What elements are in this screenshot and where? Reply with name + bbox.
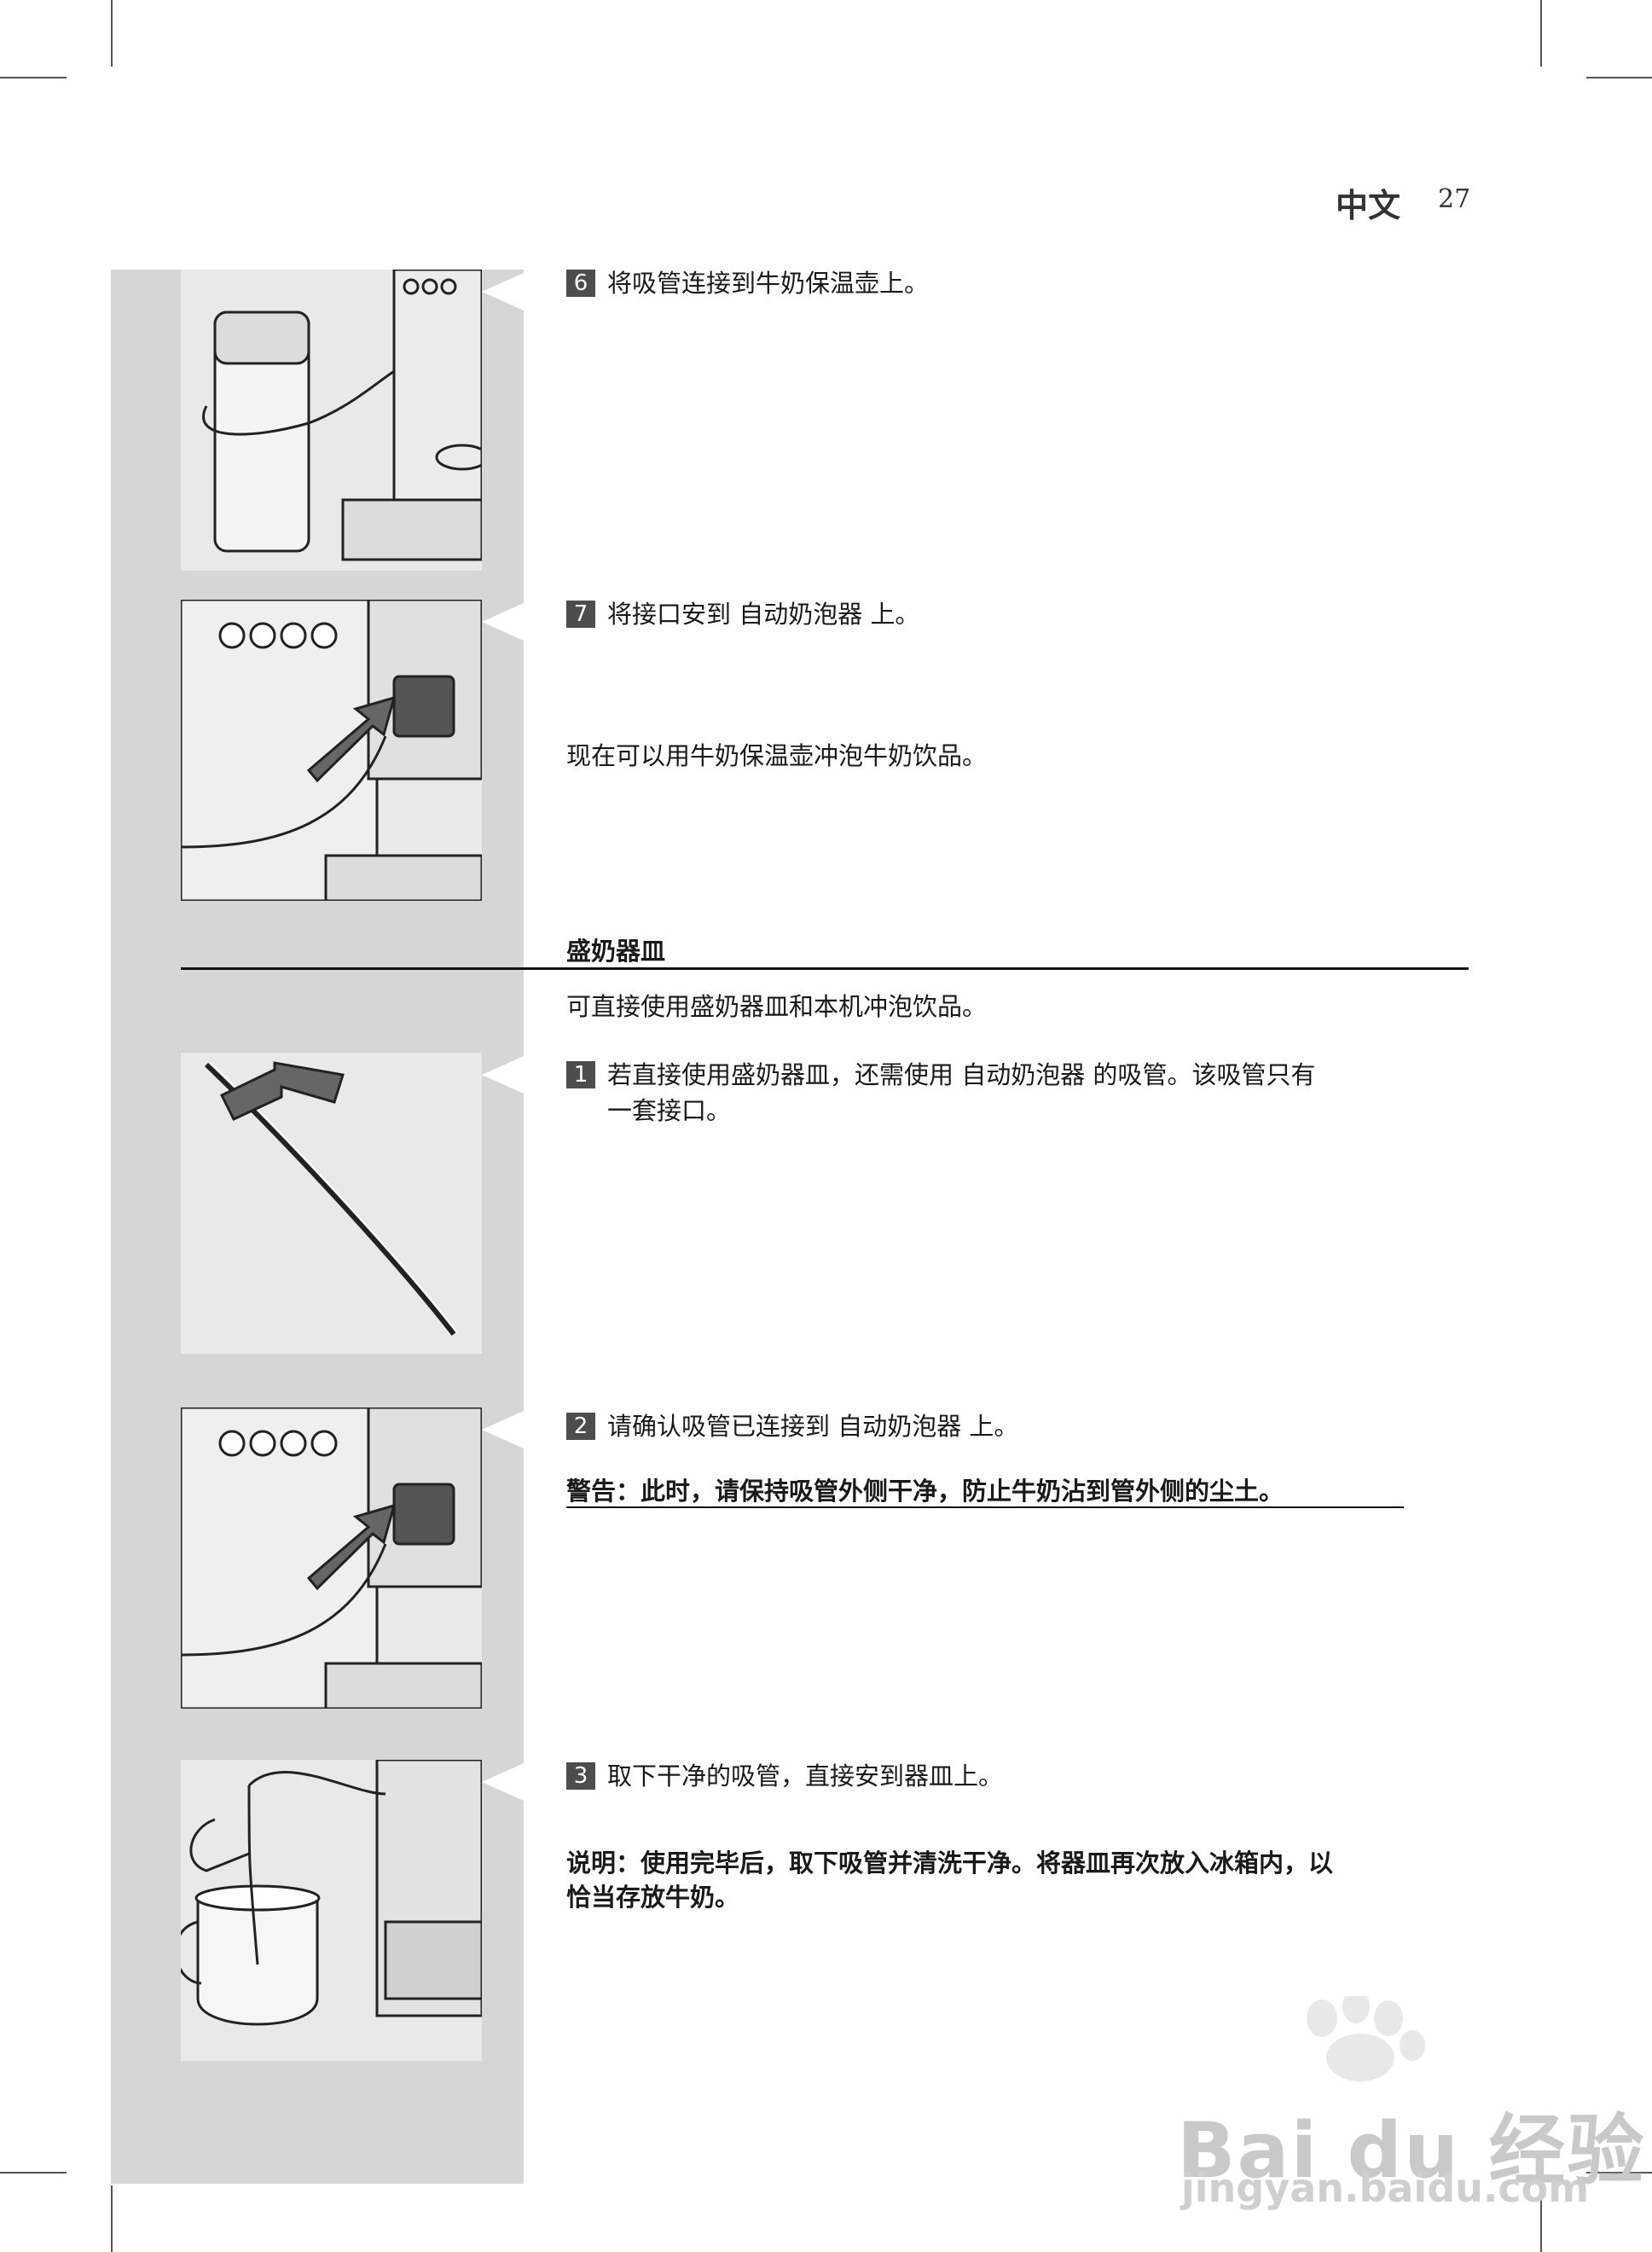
step-number: 6 xyxy=(566,270,595,297)
pointer-notch xyxy=(482,1411,524,1448)
crop-mark xyxy=(0,77,67,78)
step-1: 1 若直接使用盛奶器皿，还需使用 自动奶泡器 的吸管。该吸管只有 xyxy=(566,1058,1315,1092)
header-language: 中文 xyxy=(1336,187,1401,224)
step-number: 3 xyxy=(566,1762,595,1790)
step-number: 2 xyxy=(566,1413,595,1440)
watermark-url: jingyan.baidu.com xyxy=(1181,2165,1590,2211)
thermos-tube-illustration xyxy=(181,270,482,571)
step-3: 3 取下干净的吸管，直接安到器皿上。 xyxy=(566,1759,1003,1793)
jug-tube-illustration xyxy=(181,1760,482,2061)
warning-underline xyxy=(566,1506,1404,1508)
pointer-notch xyxy=(482,1056,524,1094)
section-title: 盛奶器皿 xyxy=(566,937,666,966)
pointer-notch xyxy=(482,1763,524,1801)
note-cleaning: 说明：使用完毕后，取下吸管并清洗干净。将器皿再次放入冰箱内，以 xyxy=(566,1849,1334,1878)
frother-connector-illustration xyxy=(181,1408,482,1709)
pointer-notch xyxy=(482,603,524,641)
step-text: 将吸管连接到牛奶保温壶上。 xyxy=(607,269,930,298)
crop-mark xyxy=(1586,2172,1652,2174)
step-text: 若直接使用盛奶器皿，还需使用 自动奶泡器 的吸管。该吸管只有 xyxy=(607,1060,1316,1089)
crop-mark xyxy=(1540,0,1542,67)
section-intro: 可直接使用盛奶器皿和本机冲泡饮品。 xyxy=(566,992,988,1021)
crop-mark xyxy=(111,2185,113,2252)
crop-mark xyxy=(0,2172,67,2174)
note-thermos: 现在可以用牛奶保温壶冲泡牛奶饮品。 xyxy=(566,741,988,770)
crop-mark xyxy=(1586,77,1652,78)
warning-text: 警告：此时，请保持吸管外侧干净，防止牛奶沾到管外侧的尘土。 xyxy=(566,1477,1284,1506)
step-text: 取下干净的吸管，直接安到器皿上。 xyxy=(607,1762,1004,1791)
crop-mark xyxy=(111,0,113,67)
pointer-notch xyxy=(482,273,524,311)
milk-tube-illustration xyxy=(181,1053,482,1354)
section-divider xyxy=(181,967,1469,970)
frother-connector-illustration xyxy=(181,600,482,901)
step-number: 1 xyxy=(566,1061,595,1088)
watermark-brand: Bai du 经验 xyxy=(1177,2106,1646,2196)
page-number: 27 xyxy=(1438,184,1471,214)
step-1-continued: 一套接口。 xyxy=(607,1096,732,1125)
step-number: 7 xyxy=(566,601,595,628)
note-cleaning-continued: 恰当存放牛奶。 xyxy=(566,1883,740,1912)
step-text: 请确认吸管已连接到 自动奶泡器 上。 xyxy=(607,1412,1019,1441)
step-6: 6 将吸管连接到牛奶保温壶上。 xyxy=(566,266,929,300)
step-7: 7 将接口安到 自动奶泡器 上。 xyxy=(566,597,919,631)
baidu-paw-logo xyxy=(1307,1996,1425,2081)
crop-mark xyxy=(1540,2185,1542,2252)
step-2: 2 请确认吸管已连接到 自动奶泡器 上。 xyxy=(566,1409,1018,1443)
step-text: 将接口安到 自动奶泡器 上。 xyxy=(607,600,920,629)
